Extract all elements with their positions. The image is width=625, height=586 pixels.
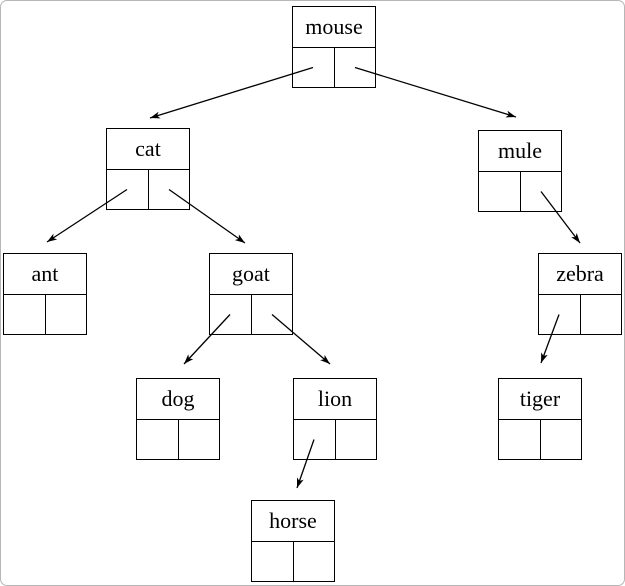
tree-node-label: ant [4, 254, 86, 295]
left-pointer-cell [293, 48, 335, 87]
tree-node-pointer-cells [293, 48, 375, 87]
left-pointer-cell [294, 420, 336, 459]
right-pointer-cell [252, 295, 293, 334]
tree-node-pointer-cells [252, 542, 334, 581]
right-pointer-cell [541, 420, 582, 459]
left-pointer-cell [539, 295, 581, 334]
tree-node-mouse: mouse [292, 6, 376, 88]
right-pointer-cell [581, 295, 622, 334]
right-pointer-cell [46, 295, 87, 334]
tree-node-dog: dog [136, 378, 220, 460]
left-pointer-cell [137, 420, 179, 459]
left-pointer-cell [499, 420, 541, 459]
tree-node-label: cat [107, 129, 189, 170]
tree-node-label: goat [210, 254, 292, 295]
right-pointer-cell [294, 542, 335, 581]
tree-node-zebra: zebra [538, 253, 622, 335]
right-pointer-cell [336, 420, 377, 459]
tree-node-pointer-cells [479, 172, 561, 211]
tree-node-label: tiger [499, 379, 581, 420]
tree-node-label: mouse [293, 7, 375, 48]
tree-node-cat: cat [106, 128, 190, 210]
tree-node-lion: lion [293, 378, 377, 460]
tree-node-label: mule [479, 131, 561, 172]
tree-node-pointer-cells [294, 420, 376, 459]
right-pointer-cell [335, 48, 376, 87]
left-pointer-cell [107, 170, 149, 209]
right-pointer-cell [521, 172, 562, 211]
left-pointer-cell [4, 295, 46, 334]
tree-node-label: zebra [539, 254, 621, 295]
tree-node-pointer-cells [137, 420, 219, 459]
tree-node-pointer-cells [107, 170, 189, 209]
left-pointer-cell [210, 295, 252, 334]
tree-node-horse: horse [251, 500, 335, 582]
tree-node-goat: goat [209, 253, 293, 335]
left-pointer-cell [479, 172, 521, 211]
tree-node-pointer-cells [210, 295, 292, 334]
tree-node-mule: mule [478, 130, 562, 212]
tree-node-pointer-cells [539, 295, 621, 334]
right-pointer-cell [149, 170, 190, 209]
left-pointer-cell [252, 542, 294, 581]
tree-node-label: horse [252, 501, 334, 542]
tree-node-tiger: tiger [498, 378, 582, 460]
right-pointer-cell [179, 420, 220, 459]
tree-node-pointer-cells [4, 295, 86, 334]
tree-node-label: lion [294, 379, 376, 420]
tree-node-label: dog [137, 379, 219, 420]
tree-node-ant: ant [3, 253, 87, 335]
tree-node-pointer-cells [499, 420, 581, 459]
